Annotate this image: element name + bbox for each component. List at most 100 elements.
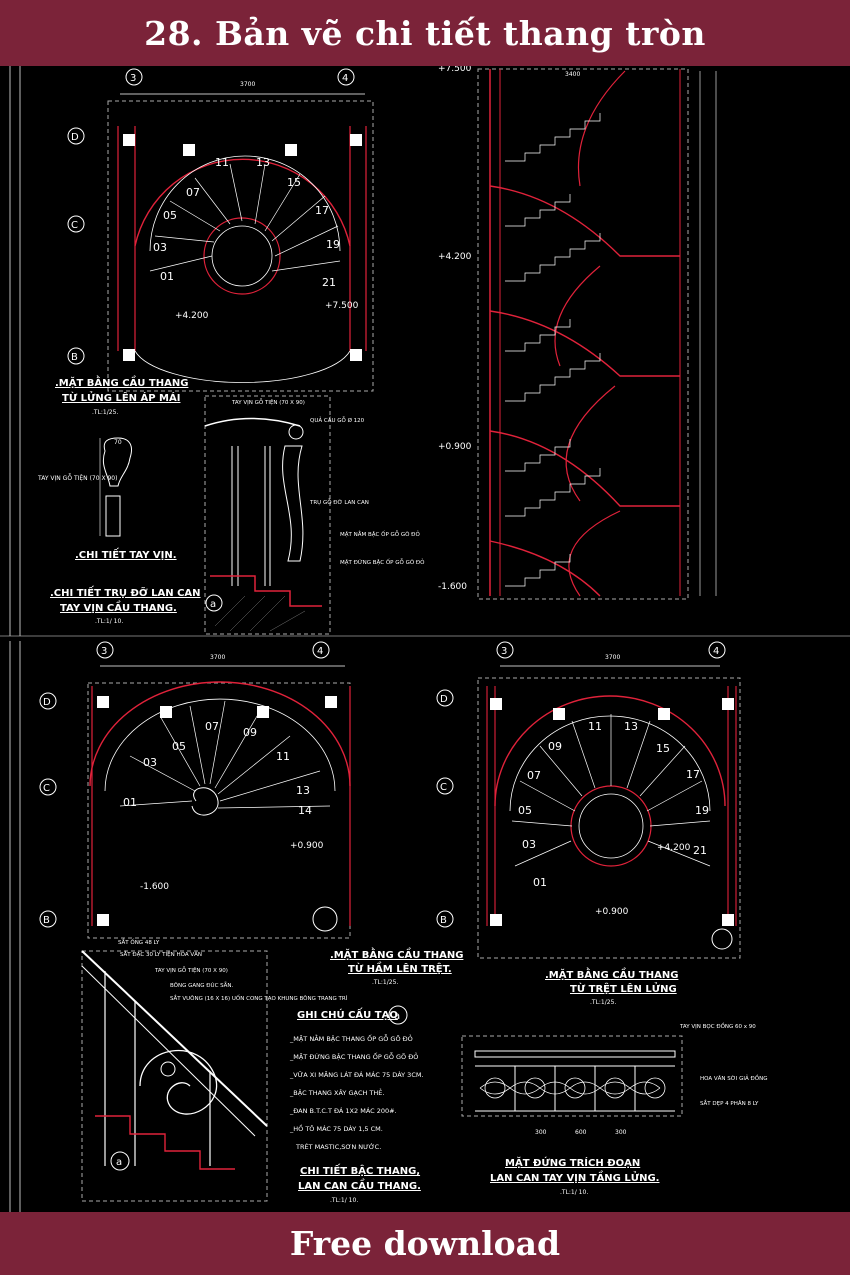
note-item: _BẬC THANG XÂY GẠCH THẺ. xyxy=(289,1088,384,1097)
dim-label: 600 xyxy=(575,1129,587,1136)
step-label: 07 xyxy=(205,720,219,733)
drawing-subtitle: LAN CAN CẦU THANG. xyxy=(298,1178,421,1192)
dim-total: 3700 xyxy=(210,654,225,661)
step-label: 21 xyxy=(693,844,707,857)
note-item: _MẶT ĐỨNG BẬC THANG ỐP GỖ GÕ ĐỎ xyxy=(289,1051,418,1061)
annotation: MẶT ĐỨNG BẬC ỐP GỖ GÕ ĐỎ xyxy=(340,558,425,566)
row-label-b: B xyxy=(440,915,447,926)
step-label: 13 xyxy=(256,156,270,169)
level-marker: +4.200 xyxy=(438,252,472,262)
axis-label-4: 4 xyxy=(342,73,348,84)
step-label: 03 xyxy=(522,838,536,851)
step-label: 11 xyxy=(215,156,229,169)
step-label: 07 xyxy=(186,186,200,199)
drawing-scale: .TL:1/ 10. xyxy=(560,1189,588,1196)
step-label: 11 xyxy=(276,750,290,763)
step-label: 11 xyxy=(588,720,602,733)
level-marker: +0.900 xyxy=(595,907,629,917)
page-title: 28. Bản vẽ chi tiết thang tròn xyxy=(144,13,706,53)
annotation: SẮT ỐNG 48 LY xyxy=(118,938,160,946)
download-banner[interactable]: Free download xyxy=(0,1212,850,1275)
step-label: 05 xyxy=(163,209,177,222)
axis-label-3: 3 xyxy=(130,73,136,84)
annotation: SẮT VUÔNG (16 X 16) UỐN CONG TẠO KHUNG B… xyxy=(170,994,348,1002)
annotation: TAY VỊN BỌC ĐỒNG 60 x 90 xyxy=(679,1021,756,1030)
level-marker: -1.600 xyxy=(140,882,169,892)
cad-drawing: 3700 3 4 D C B 01 03 05 07 xyxy=(0,64,850,1212)
level-marker: +0.900 xyxy=(438,442,472,452)
row-label-c: C xyxy=(43,783,50,794)
row-label-b: B xyxy=(43,915,50,926)
step-label: 03 xyxy=(153,241,167,254)
step-label: 05 xyxy=(518,804,532,817)
handrail-detail: 70 TAY VỊN GỖ TIỆN (70 X 90) .CHI TIẾT T… xyxy=(37,437,177,561)
drawing-title: .CHI TIẾT TAY VỊN. xyxy=(75,546,177,561)
drawing-subtitle: TAY VỊN CẦU THANG. xyxy=(60,600,177,614)
step-label: 09 xyxy=(548,740,562,753)
annotation: SẮT ĐẶC 30 LY TIỆN HOA VĂN xyxy=(120,950,202,958)
dim-total: 3400 xyxy=(565,71,580,78)
step-label: 09 xyxy=(243,726,257,739)
step-label: 19 xyxy=(695,804,709,817)
dim-label: 70 xyxy=(114,439,122,446)
row-label-b: B xyxy=(71,352,78,363)
note-item: _HỒ TÔ MÁC 75 DÀY 1,5 CM. xyxy=(289,1123,383,1133)
axis-label-4: 4 xyxy=(317,646,323,657)
annotation: SẮT DẸP 4 PHÂN 8 LY xyxy=(700,1099,759,1107)
step-label: 19 xyxy=(326,238,340,251)
plan-upper-floor: 3700 3 4 D C B 01 03 05 07 xyxy=(55,68,374,416)
row-label-c: C xyxy=(440,782,447,793)
level-marker: +4.200 xyxy=(657,843,691,853)
railing-elevation: 300 600 300 TAY VỊN BỌC ĐỒNG 60 x 90 HOA… xyxy=(461,1021,768,1196)
drawing-scale: .TL:1/25. xyxy=(92,409,118,416)
row-label-d: D xyxy=(43,697,51,708)
detail-tag: a xyxy=(116,1157,122,1168)
drawing-subtitle: LAN CAN TAY VỊN TẦNG LỬNG. xyxy=(490,1170,659,1184)
annotation: BÔNG GANG ĐÚC SẴN. xyxy=(170,981,234,989)
step-label: 13 xyxy=(624,720,638,733)
step-label: 15 xyxy=(656,742,670,755)
level-marker: +7.500 xyxy=(325,301,359,311)
annotation: TAY VỊN GỖ TIỆN (70 X 90) xyxy=(37,474,117,482)
dim-label: 300 xyxy=(535,1129,547,1136)
step-label: 07 xyxy=(527,769,541,782)
row-label-c: C xyxy=(71,220,78,231)
drawing-scale: .TL:1/ 10. xyxy=(95,618,123,625)
title-banner: 28. Bản vẽ chi tiết thang tròn xyxy=(0,0,850,66)
drawing-scale: .TL:1/25. xyxy=(590,999,616,1006)
drawing-title: .MẶT BẰNG CẦU THANG xyxy=(55,374,188,389)
drawing-scale: .TL:1/25. xyxy=(372,979,398,986)
drawing-scale: .TL:1/ 10. xyxy=(330,1197,358,1204)
drawing-subtitle: TỪ LỬNG LÊN ÁP MÁI xyxy=(62,390,180,404)
annotation: TAY VỊN GỖ TIỆN (70 X 90) xyxy=(231,398,305,406)
drawing-title: .CHI TIẾT TRỤ ĐỠ LAN CAN xyxy=(50,584,201,599)
stair-section: 3400 +7.500 +4.200 +0.900 -1.600 xyxy=(438,64,717,600)
drawing-title: CHI TIẾT BẬC THANG, xyxy=(300,1162,420,1177)
free-download-link[interactable]: Free download xyxy=(289,1224,561,1263)
construction-notes: GHI CHÚ CẤU TẠO a _MẶT NẰM BẬC THANG ỐP … xyxy=(289,1005,424,1204)
level-marker: +0.900 xyxy=(290,841,324,851)
step-label: 17 xyxy=(315,204,329,217)
step-label: 01 xyxy=(533,876,547,889)
note-item: _ĐAN B.T.C.T ĐÁ 1X2 MÁC 200#. xyxy=(289,1106,397,1115)
note-item: TRÉT MASTIC,SƠN NƯỚC. xyxy=(295,1142,381,1151)
drawing-title: .MẶT BẰNG CẦU THANG xyxy=(330,946,463,961)
step-label: 21 xyxy=(322,276,336,289)
annotation: TRỤ GỖ ĐỠ LAN CAN xyxy=(309,498,369,506)
step-label: 05 xyxy=(172,740,186,753)
plan-ground-floor: 3700 3 4 D C B 01 03 05 07 xyxy=(436,641,741,1006)
cad-drawing-sheet: 3700 3 4 D C B 01 03 05 07 xyxy=(0,64,850,1212)
level-marker: +7.500 xyxy=(438,66,472,74)
step-label: 13 xyxy=(296,784,310,797)
step-label: 01 xyxy=(160,270,174,283)
level-marker: +4.200 xyxy=(175,311,209,321)
level-marker: -1.600 xyxy=(438,582,467,592)
step-label: 17 xyxy=(686,768,700,781)
row-label-d: D xyxy=(71,132,79,143)
notes-tag: a xyxy=(394,1011,400,1022)
dim-total: 3700 xyxy=(240,81,255,88)
step-label: 15 xyxy=(287,176,301,189)
annotation: TAY VỊN GỖ TIỆN (70 X 90) xyxy=(154,966,228,974)
drawing-subtitle: TỪ TRỆT LÊN LỬNG xyxy=(570,981,677,995)
axis-label-3: 3 xyxy=(101,646,107,657)
